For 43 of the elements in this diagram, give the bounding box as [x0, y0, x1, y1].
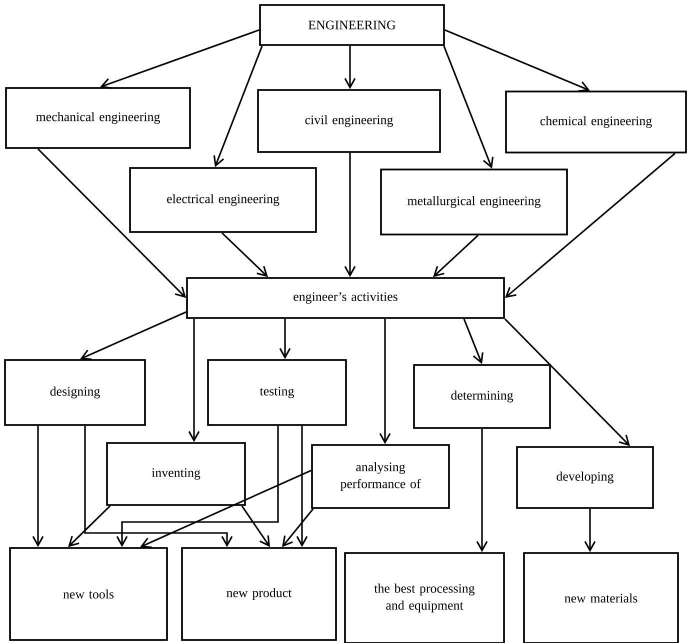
arrow: [433, 234, 479, 278]
arrow: [584, 508, 596, 552]
process-box: developing: [516, 446, 654, 509]
process-box: inventing: [106, 442, 246, 506]
arrow: [504, 152, 676, 298]
arrow: [379, 318, 391, 444]
process-box: testing: [207, 359, 347, 426]
process-box: new materials: [523, 552, 679, 643]
process-box: mechanical engineering: [5, 87, 191, 149]
process-box: designing: [4, 359, 146, 426]
arrow: [84, 426, 233, 548]
arrow: [344, 152, 356, 278]
process-box: metallurgical engineering: [380, 168, 568, 236]
arrow: [282, 508, 314, 548]
arrow: [32, 426, 44, 548]
process-box: chemical engineering: [505, 90, 687, 154]
arrow: [80, 311, 186, 360]
arrow: [37, 148, 186, 298]
arrow: [463, 318, 484, 364]
arrow: [68, 505, 111, 548]
arrow: [100, 29, 260, 89]
arrow: [221, 232, 268, 278]
process-box: engineer’s activities: [186, 277, 505, 319]
arrow: [116, 426, 279, 548]
arrow: [344, 46, 356, 90]
process-box: new product: [181, 547, 337, 641]
process-box: electrical engineering: [129, 167, 317, 233]
arrow: [476, 428, 488, 552]
process-box: the best processing and equipment: [344, 552, 505, 643]
arrow: [504, 318, 630, 446]
process-box: new tools: [9, 547, 168, 641]
arrow: [296, 426, 308, 548]
process-box: ENGINEERING: [259, 4, 445, 46]
process-box: determining: [413, 364, 551, 429]
arrow: [443, 46, 494, 169]
arrow: [444, 29, 590, 92]
process-box: analysing performance of: [311, 444, 450, 509]
arrow: [140, 470, 312, 548]
process-box: civil engineering: [257, 89, 441, 153]
arrow: [279, 318, 291, 360]
arrow: [188, 318, 200, 442]
arrow: [241, 505, 270, 548]
arrow: [213, 46, 263, 168]
